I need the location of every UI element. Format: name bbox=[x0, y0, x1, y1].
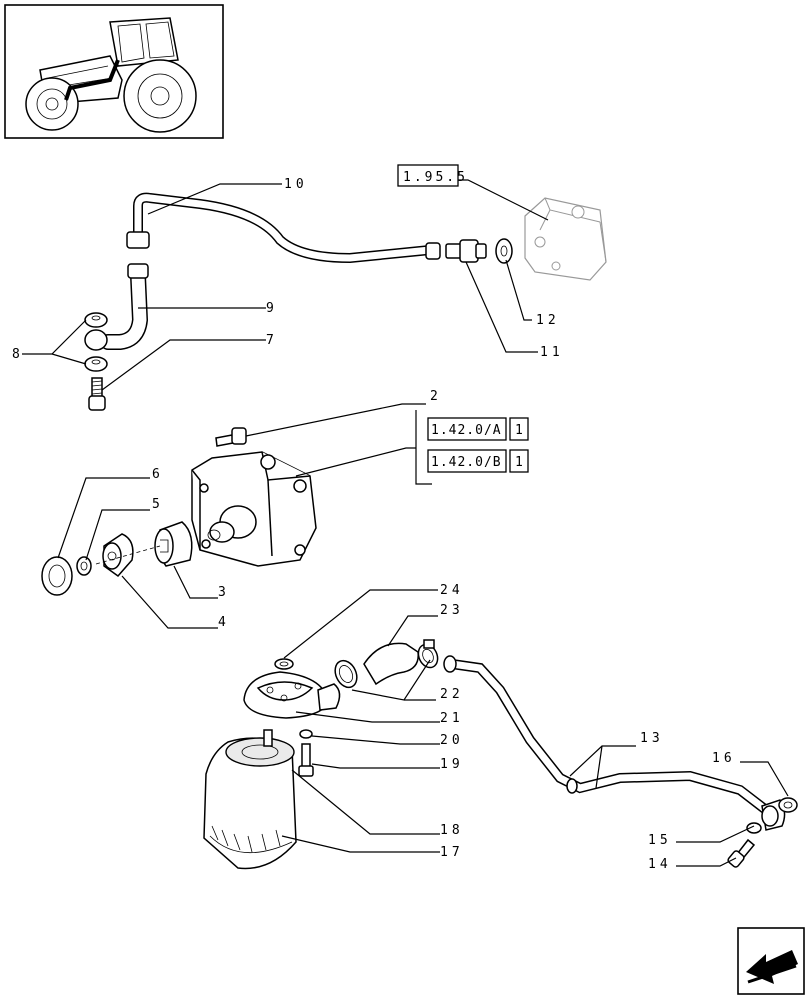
callout-2: 2 bbox=[430, 389, 442, 404]
washer-20 bbox=[299, 729, 313, 739]
callout-16: 16 bbox=[712, 751, 736, 766]
callout-7: 7 bbox=[266, 333, 278, 348]
filter-head-21 bbox=[243, 671, 341, 719]
drive-hub-4 bbox=[102, 533, 134, 578]
callout-13: 13 bbox=[640, 731, 664, 746]
callout-labels: 10 9 7 8 12 11 2 6 5 3 4 24 23 22 21 20 … bbox=[12, 177, 736, 872]
washer-15 bbox=[746, 822, 762, 834]
coupling-3 bbox=[154, 521, 193, 567]
callout-5: 5 bbox=[152, 497, 164, 512]
hydraulic-pump-housing bbox=[524, 197, 607, 281]
hose-23 bbox=[363, 642, 419, 686]
pipe-10 bbox=[126, 192, 441, 264]
callout-21: 21 bbox=[440, 711, 464, 726]
callout-6: 6 bbox=[152, 467, 164, 482]
callout-3: 3 bbox=[218, 585, 230, 600]
callout-12: 12 bbox=[536, 313, 560, 328]
bolt-14 bbox=[727, 838, 756, 868]
callout-9: 9 bbox=[266, 301, 278, 316]
callout-24: 24 bbox=[440, 583, 464, 598]
next-page-arrow-icon[interactable] bbox=[737, 927, 805, 995]
reference-box-1-42-0-a[interactable]: 1.42.0/A 1 bbox=[427, 417, 529, 441]
leader-lines bbox=[22, 179, 789, 867]
callout-17: 17 bbox=[440, 845, 464, 860]
pipe-9 bbox=[100, 263, 149, 350]
bolt-7 bbox=[88, 377, 106, 411]
callout-10: 10 bbox=[284, 177, 308, 192]
reference-quantity: 1 bbox=[515, 423, 523, 438]
callout-14: 14 bbox=[648, 857, 672, 872]
union-11 bbox=[445, 239, 487, 263]
callout-4: 4 bbox=[218, 615, 230, 630]
callout-20: 20 bbox=[440, 733, 464, 748]
callout-8: 8 bbox=[12, 347, 24, 362]
callout-23: 23 bbox=[440, 603, 464, 618]
callout-19: 19 bbox=[440, 757, 464, 772]
reference-box-1-42-0-b[interactable]: 1.42.0/B 1 bbox=[427, 449, 529, 473]
reference-quantity: 1 bbox=[515, 455, 523, 470]
oil-filter-17 bbox=[203, 729, 297, 870]
circlip-5 bbox=[76, 556, 92, 576]
oil-seal-6 bbox=[41, 556, 73, 596]
reference-label: 1.42.0/A bbox=[431, 423, 502, 438]
callout-11: 11 bbox=[540, 345, 564, 360]
reference-label: 1.95.5 bbox=[403, 170, 468, 185]
callout-22: 22 bbox=[440, 687, 464, 702]
hose-clamp-22 bbox=[334, 639, 439, 689]
reference-box-1-95-5[interactable]: 1.95.5 bbox=[397, 164, 468, 187]
bolt-2 bbox=[215, 427, 247, 447]
callout-15: 15 bbox=[648, 833, 672, 848]
tractor-thumbnail-icon bbox=[4, 4, 224, 139]
washers-8 bbox=[84, 312, 108, 372]
washer-12 bbox=[495, 238, 513, 264]
bolt-19 bbox=[298, 743, 314, 777]
o-ring-24 bbox=[274, 658, 294, 670]
callout-18: 18 bbox=[440, 823, 464, 838]
reference-label: 1.42.0/B bbox=[431, 455, 502, 470]
pipe-13 bbox=[443, 655, 771, 815]
washer-16 bbox=[778, 797, 798, 813]
gear-pump-body bbox=[191, 451, 317, 567]
